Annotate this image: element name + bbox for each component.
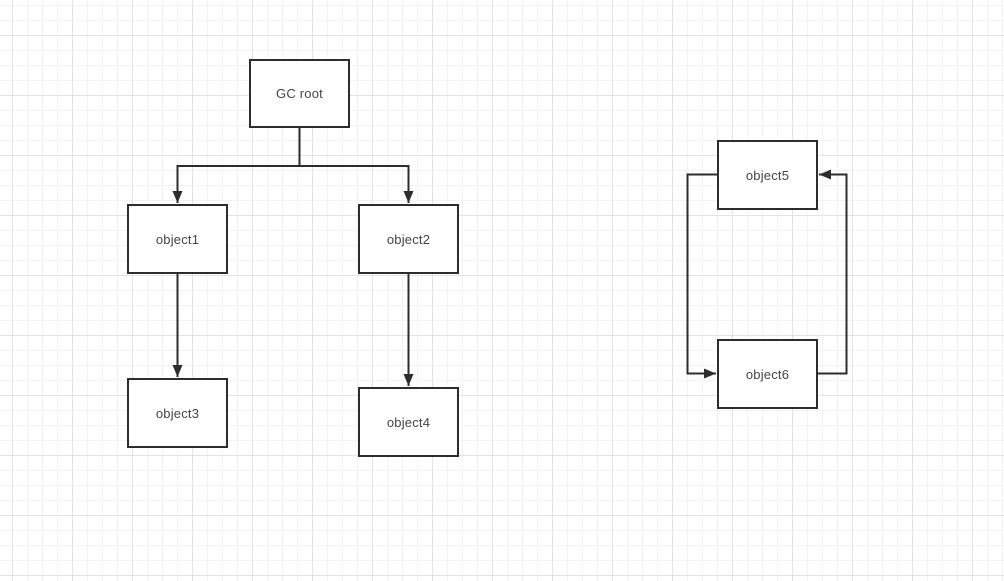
node-object3-label: object3 <box>155 405 200 421</box>
edge-gcroot-to-object2[interactable] <box>298 128 414 203</box>
node-object4-label: object4 <box>386 414 431 430</box>
node-object6-label: object6 <box>745 366 790 382</box>
edge-gcroot-to-object1[interactable] <box>172 128 301 203</box>
node-gc-root-label: GC root <box>276 86 323 101</box>
node-object4[interactable]: object4 <box>358 387 459 457</box>
node-object5-label: object5 <box>745 167 790 183</box>
node-object6[interactable]: object6 <box>717 339 818 409</box>
node-object2-label: object2 <box>386 231 431 247</box>
node-object1[interactable]: object1 <box>127 204 228 274</box>
node-object3[interactable]: object3 <box>127 378 228 448</box>
edge-object5-to-object6[interactable] <box>686 173 718 379</box>
node-object5[interactable]: object5 <box>717 140 818 210</box>
node-gc-root[interactable]: GC root <box>249 59 350 128</box>
edge-object6-to-object5[interactable] <box>818 169 848 375</box>
node-object2[interactable]: object2 <box>358 204 459 274</box>
node-object1-label: object1 <box>155 231 200 247</box>
